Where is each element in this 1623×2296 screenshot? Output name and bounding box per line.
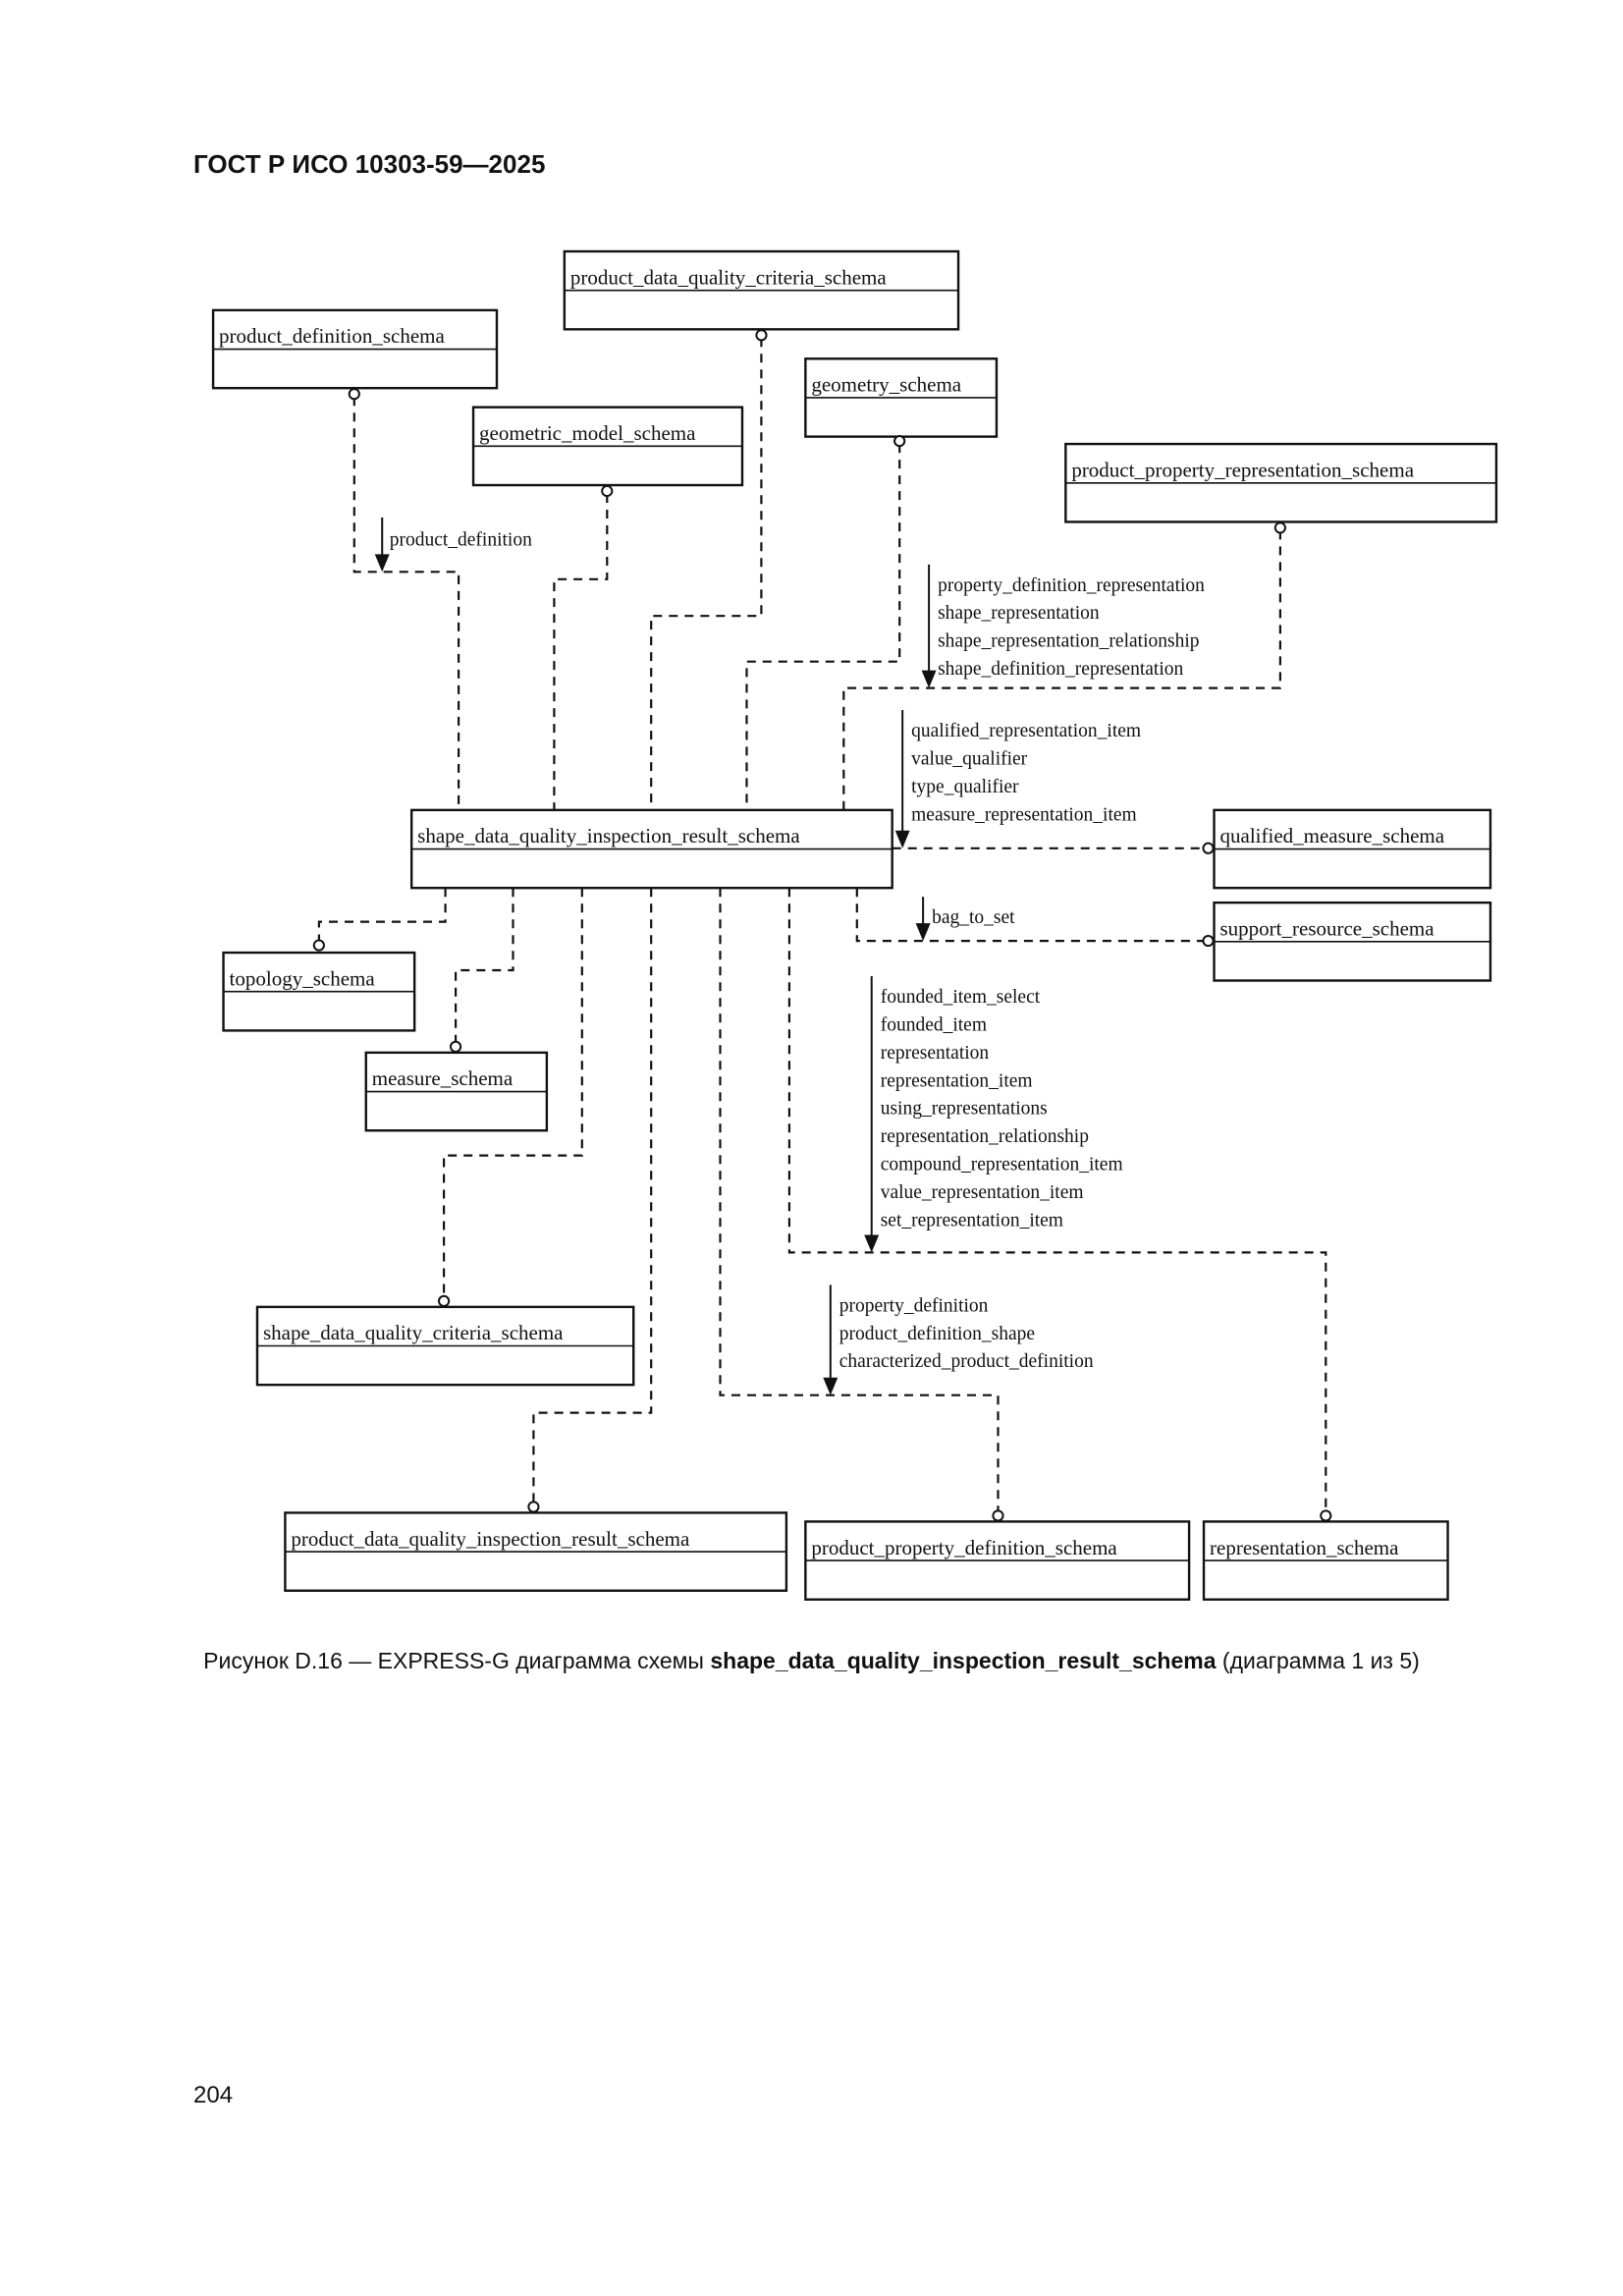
dashed-links <box>317 338 1327 1513</box>
figure-caption: Рисунок D.16 — EXPRESS-G диаграмма схемы… <box>0 1648 1623 1674</box>
box-label: geometric_model_schema <box>479 421 696 445</box>
link-end-circle <box>755 329 768 342</box>
reference-item-label: property_definition <box>839 1295 989 1316</box>
link-representation <box>787 888 1327 1513</box>
reference-item-label: compound_representation_item <box>881 1155 1123 1175</box>
box-label: product_data_quality_inspection_result_s… <box>291 1527 690 1551</box>
reference-arrow-head <box>374 554 390 573</box>
schema-box-product-data-quality-inspection-result-schema: product_data_quality_inspection_result_s… <box>284 1511 788 1592</box>
reference-item-label: shape_definition_representation <box>938 659 1183 680</box>
reference-item-label: measure_representation_item <box>911 804 1137 825</box>
reference-item-label: founded_item_select <box>881 987 1041 1008</box>
reference-from-product-property-representation-schema: property_definition_representation shape_… <box>921 564 1205 688</box>
link-end-circle <box>1320 1509 1332 1522</box>
box-label: representation_schema <box>1210 1536 1399 1559</box>
link-product-definition <box>352 397 460 810</box>
box-label: measure_schema <box>372 1066 514 1090</box>
box-label: shape_data_quality_criteria_schema <box>263 1321 564 1344</box>
box-label: product_property_representation_schema <box>1071 458 1414 481</box>
reference-item-label: type_qualifier <box>911 777 1019 797</box>
reference-item-label: bag_to_set <box>932 907 1015 928</box>
schema-box-shape-data-quality-criteria-schema: shape_data_quality_criteria_schema <box>255 1305 635 1387</box>
reference-item-label: representation_relationship <box>881 1126 1089 1147</box>
reference-item-label: shape_representation_relationship <box>938 631 1199 652</box>
box-label: product_property_definition_schema <box>811 1536 1117 1559</box>
reference-item-label: representation <box>881 1043 990 1064</box>
reference-item-label: set_representation_item <box>881 1210 1063 1230</box>
box-label: topology_schema <box>230 966 376 990</box>
reference-item-label: characterized_product_definition <box>839 1351 1094 1372</box>
link-end-circles <box>312 329 1332 1522</box>
reference-from-product-definition-schema: product_definition <box>374 517 532 573</box>
document-header: ГОСТ Р ИСО 10303-59—2025 <box>193 149 546 179</box>
page-number: 204 <box>193 2082 234 2108</box>
reference-item-label: product_definition_shape <box>839 1324 1035 1344</box>
link-product-property-definition <box>719 888 1000 1513</box>
link-end-circle <box>312 939 325 952</box>
box-label: geometry_schema <box>811 373 961 397</box>
schema-boxes: product_data_quality_criteria_schemaprod… <box>211 249 1498 1601</box>
caption-suffix: (диаграмма 1 из 5) <box>1216 1648 1420 1673</box>
link-geometry <box>745 444 901 810</box>
reference-item-label: value_representation_item <box>881 1182 1084 1203</box>
reference-arrow-head <box>864 1234 880 1253</box>
link-product-data-quality-criteria <box>650 338 763 810</box>
schema-box-product-data-quality-criteria-schema: product_data_quality_criteria_schema <box>563 249 960 331</box>
schema-box-representation-schema: representation_schema <box>1202 1520 1449 1601</box>
reference-item-label: using_representations <box>881 1099 1048 1120</box>
box-label: qualified_measure_schema <box>1220 824 1445 847</box>
reference-item-label: product_definition <box>390 529 532 550</box>
link-product-property-representation <box>842 530 1281 810</box>
reference-arrow-head <box>915 923 931 942</box>
link-end-circle <box>893 435 906 448</box>
schema-box-support-resource-schema: support_resource_schema <box>1213 901 1492 982</box>
reference-arrow-head <box>894 830 910 848</box>
box-label: support_resource_schema <box>1220 917 1435 941</box>
reference-from-qualified-measure-schema: qualified_representation_item value_quali… <box>894 710 1141 848</box>
link-end-circle <box>438 1294 451 1307</box>
link-support-resource <box>855 888 1206 943</box>
reference-item-label: value_qualifier <box>911 748 1028 769</box>
reference-item-label: property_definition_representation <box>938 575 1205 596</box>
link-end-circle <box>449 1040 462 1053</box>
schema-box-product-definition-schema: product_definition_schema <box>211 308 499 390</box>
box-label: product_definition_schema <box>219 324 445 348</box>
box-label: product_data_quality_criteria_schema <box>570 265 888 289</box>
link-end-circle <box>601 484 614 498</box>
link-measure <box>455 888 514 1044</box>
link-end-circle <box>1273 521 1286 534</box>
reference-item-label: shape_representation <box>938 603 1100 624</box>
caption-prefix: Рисунок D.16 — EXPRESS-G диаграмма схемы <box>203 1648 711 1673</box>
schema-box-geometric-model-schema: geometric_model_schema <box>471 406 744 487</box>
reference-from-support-resource-schema: bag_to_set <box>915 897 1015 942</box>
reference-item-label: representation_item <box>881 1070 1033 1091</box>
link-geometric-model <box>553 494 609 810</box>
box-label: shape_data_quality_inspection_result_sch… <box>417 824 800 847</box>
reference-item-label: qualified_representation_item <box>911 721 1141 741</box>
schema-box-qualified-measure-schema: qualified_measure_schema <box>1213 808 1492 890</box>
schema-box-shape-data-quality-inspection-result-schema: shape_data_quality_inspection_result_sch… <box>409 808 893 890</box>
schema-box-product-property-definition-schema: product_property_definition_schema <box>804 1520 1191 1601</box>
link-shape-data-quality-criteria <box>443 888 583 1298</box>
reference-item-label: founded_item <box>881 1014 987 1035</box>
link-end-circle <box>1202 934 1215 948</box>
reference-arrow-head <box>921 670 937 688</box>
link-end-circle <box>992 1509 1004 1522</box>
schema-box-geometry-schema: geometry_schema <box>804 357 999 438</box>
reference-from-representation-schema: founded_item_select founded_item represent… <box>864 976 1123 1253</box>
reference-labels: product_definition property_definition_re… <box>374 517 1205 1395</box>
link-end-circle <box>1202 842 1215 854</box>
link-end-circle <box>527 1501 540 1513</box>
express-g-diagram: product_data_quality_criteria_schemaprod… <box>211 249 1498 1601</box>
reference-arrow-head <box>823 1377 839 1395</box>
link-product-data-quality-inspection-result <box>532 888 653 1504</box>
link-end-circle <box>348 388 360 401</box>
schema-box-topology-schema: topology_schema <box>222 951 416 1032</box>
schema-box-measure-schema: measure_schema <box>364 1051 549 1132</box>
reference-from-product-property-definition-schema: property_definition product_definition_sh… <box>823 1285 1094 1395</box>
schema-box-product-property-representation-schema: product_property_representation_schema <box>1064 442 1498 523</box>
caption-schema-name: shape_data_quality_inspection_result_sch… <box>710 1648 1217 1673</box>
link-topology <box>317 888 447 943</box>
